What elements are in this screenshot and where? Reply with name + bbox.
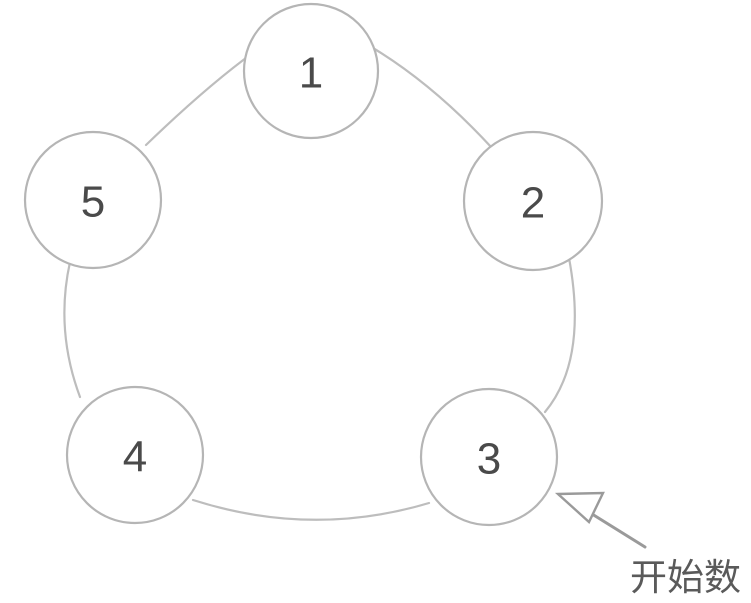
- node-3-label: 3: [477, 435, 501, 484]
- annotation-arrow-shaft: [590, 512, 647, 549]
- node-1-circle[interactable]: [242, 2, 380, 140]
- node-2-label: 2: [521, 179, 545, 228]
- annotation-arrow-head: [554, 491, 605, 524]
- arc-3-to-4: [191, 498, 431, 521]
- node-group: 1 2 3 4 5: [23, 2, 604, 527]
- node-2[interactable]: 2: [462, 130, 604, 272]
- node-3[interactable]: 3: [419, 387, 559, 527]
- annotation-arrow: [554, 491, 647, 549]
- node-5[interactable]: 5: [23, 130, 163, 270]
- arc-4-to-5: [63, 260, 82, 399]
- node-3-circle[interactable]: [419, 387, 559, 527]
- node-4[interactable]: 4: [65, 385, 205, 525]
- node-5-label: 5: [81, 178, 105, 227]
- node-2-circle[interactable]: [462, 130, 604, 272]
- arc-5-to-1: [144, 50, 256, 147]
- annotation-label: 开始数: [630, 556, 741, 599]
- node-1-label: 1: [299, 49, 323, 98]
- node-5-circle[interactable]: [23, 130, 163, 270]
- node-4-circle[interactable]: [65, 385, 205, 525]
- node-4-label: 4: [123, 433, 147, 482]
- node-1[interactable]: 1: [242, 2, 380, 140]
- arc-2-to-3: [543, 256, 576, 414]
- arc-1-to-2: [371, 46, 494, 150]
- ring-arc-group: [63, 46, 576, 521]
